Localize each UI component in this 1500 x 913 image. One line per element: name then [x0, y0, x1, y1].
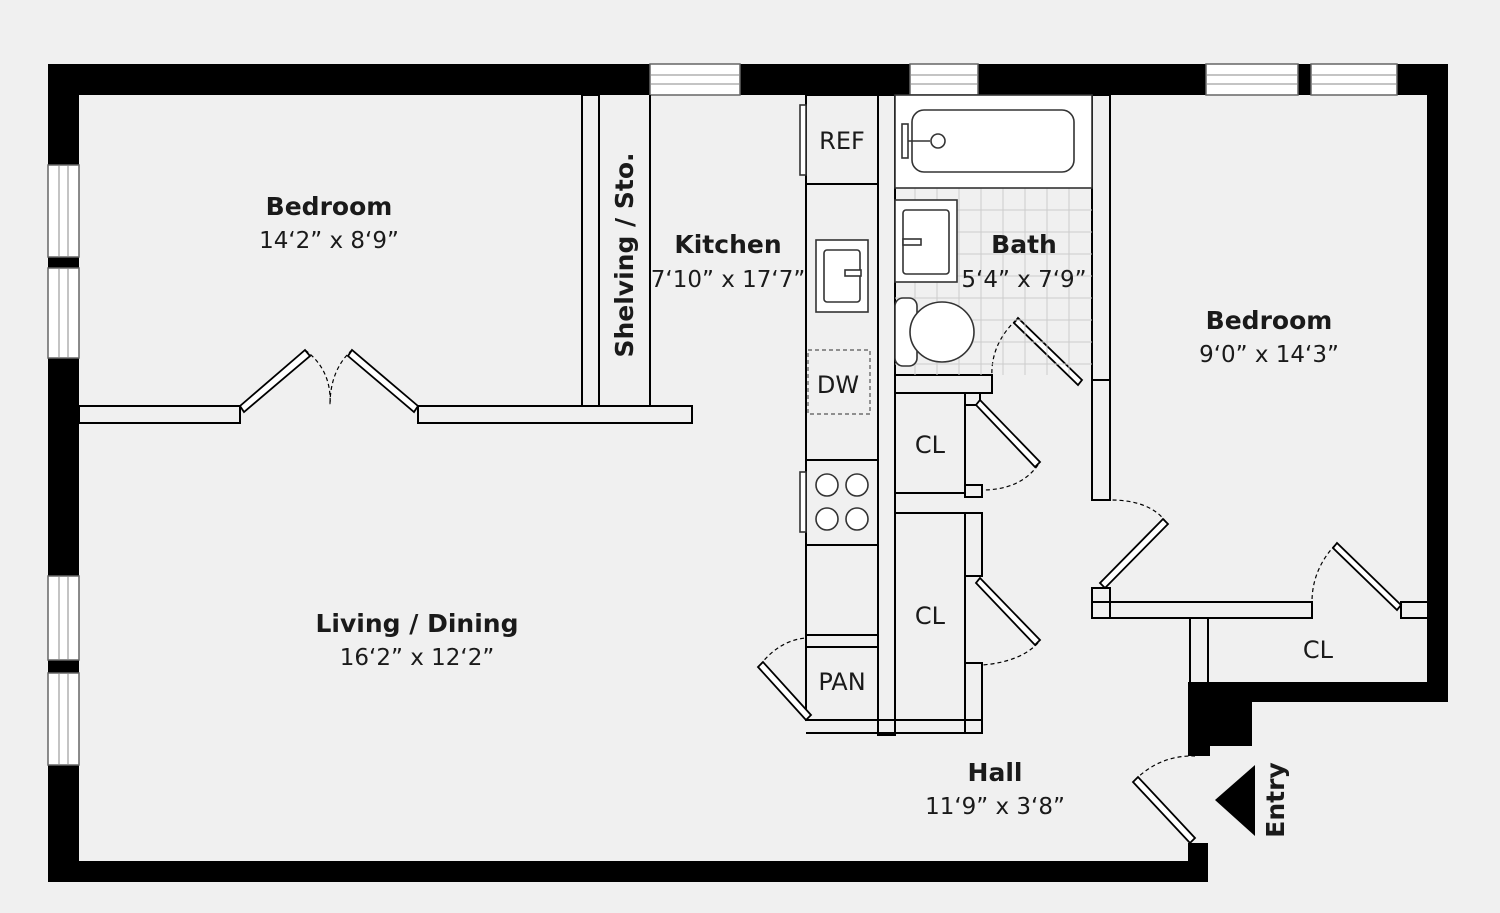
bath-dims: 5‘4” x 7‘9”: [961, 267, 1086, 293]
bedroom2-name: Bedroom: [1206, 306, 1333, 335]
room-labels: Bedroom 14‘2” x 8‘9” Shelving / Sto. Kit…: [259, 127, 1339, 838]
pantry-label: PAN: [818, 668, 865, 696]
bedroom1-name: Bedroom: [266, 192, 393, 221]
ref-label: REF: [819, 127, 865, 155]
closet1-label: CL: [915, 431, 946, 459]
toilet-icon: [894, 297, 975, 367]
window-top-3: [1205, 63, 1299, 96]
window-left-3: [47, 575, 80, 661]
windows: [47, 63, 1398, 766]
storage-label: Shelving / Sto.: [610, 152, 639, 357]
bathtub-icon: [894, 94, 1093, 189]
window-top-4: [1310, 63, 1398, 96]
window-top-1: [649, 63, 741, 96]
bath-name: Bath: [991, 230, 1057, 259]
kitchen-dims: 7‘10” x 17‘7”: [651, 267, 806, 293]
dishwasher-outline: [807, 349, 871, 415]
living-name: Living / Dining: [316, 609, 519, 638]
doors: [238, 316, 1403, 845]
window-left-2: [47, 267, 80, 359]
window-left-1: [47, 164, 80, 258]
living-dims: 16‘2” x 12‘2”: [340, 645, 495, 671]
bath-sink-icon: [894, 199, 958, 283]
hall-dims: 11‘9” x 3‘8”: [925, 794, 1065, 820]
bedroom2-dims: 9‘0” x 14‘3”: [1199, 342, 1339, 368]
bedroom1-dims: 14‘2” x 8‘9”: [259, 228, 399, 254]
hall-name: Hall: [968, 758, 1023, 787]
kitchen-sink-icon: [815, 239, 869, 313]
closet3-label: CL: [1303, 636, 1334, 664]
kitchen-name: Kitchen: [674, 230, 781, 259]
entry-label: Entry: [1261, 762, 1290, 837]
fixtures: [799, 94, 1255, 836]
dw-label: DW: [817, 371, 859, 399]
interior-walls: [78, 94, 1429, 736]
window-top-2: [909, 63, 979, 96]
exterior-walls: [48, 64, 1448, 882]
stove-icon: [799, 471, 869, 533]
entry-arrow-icon: [1215, 765, 1255, 836]
closet2-label: CL: [915, 602, 946, 630]
window-left-4: [47, 672, 80, 766]
